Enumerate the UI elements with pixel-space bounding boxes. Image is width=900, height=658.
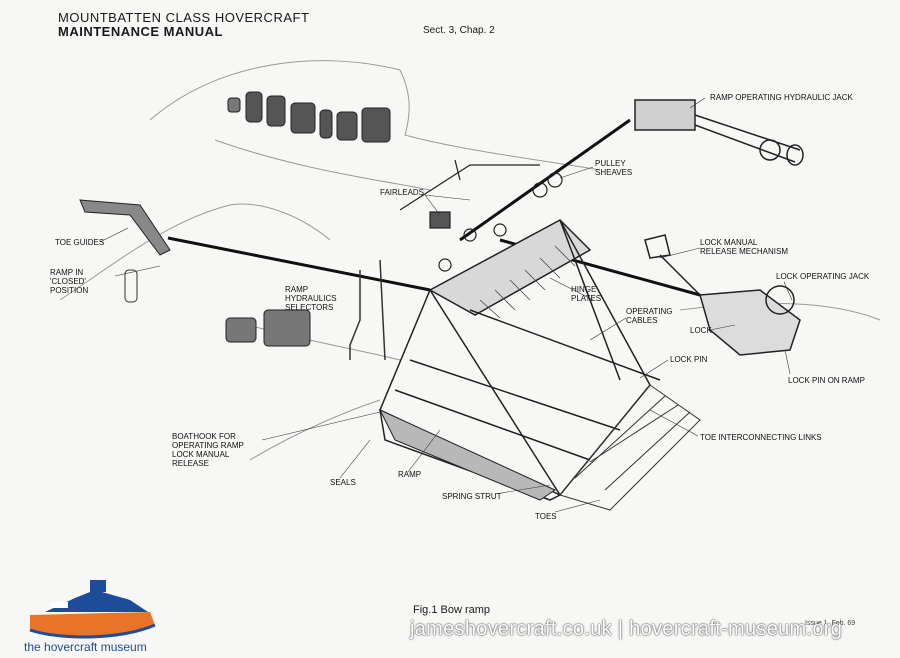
label-boathook: BOATHOOK FOR OPERATING RAMP LOCK MANUAL … [172,432,244,468]
manual-series-title: MOUNTBATTEN CLASS HOVERCRAFT [58,10,310,25]
museum-logo-text: the hovercraft museum [24,640,147,654]
section-reference: Sect. 3, Chap. 2 [423,25,495,36]
label-pulley-sheaves: PULLEY SHEAVES [595,159,633,177]
hydraulic-jack-part [634,99,804,166]
label-lock-manual-release: LOCK MANUAL RELEASE MECHANISM [700,238,789,256]
label-toes: TOES [535,512,557,521]
ramp-closed-part [124,269,138,303]
label-operating-cables: OPERATING CABLES [626,307,673,325]
label-ramp: RAMP [398,470,422,479]
label-toe-guides: TOE GUIDES [55,238,105,247]
manual-title: MAINTENANCE MANUAL [58,24,223,39]
label-seals: SEALS [330,478,356,487]
ramp-seal-base [378,408,557,501]
label-fairleads: FAIRLEADS [380,188,425,197]
label-ramp-closed: RAMP IN 'CLOSED' POSITION [50,268,89,295]
toes-outline [559,384,701,511]
label-lock-pin: LOCK PIN [670,355,708,364]
leader-lines [167,118,701,297]
ramp-frame [379,219,661,501]
cabin-outline [59,60,881,461]
cabin-windows [225,91,391,347]
label-toe-interconnecting-links: TOE INTERCONNECTING LINKS [700,433,822,442]
label-lock-pin-on-ramp: LOCK PIN ON RAMP [788,376,865,385]
museum-logo [29,580,156,639]
label-lock-operating-jack: LOCK OPERATING JACK [776,272,870,281]
label-pointers [99,97,793,513]
watermark-text: jameshovercraft.co.uk | hovercraft-museu… [410,618,843,640]
label-ramp-hydraulics: RAMP HYDRAULICS SELECTORS [285,285,337,312]
issue-note: Issue 1, Feb. 69 [805,620,856,627]
label-ramp-jack: RAMP OPERATING HYDRAULIC JACK [710,93,853,102]
label-hinge-plates: HINGE PLATES [571,285,602,303]
label-spring-strut: SPRING STRUT [442,492,502,501]
fairleads-cluster [399,159,563,272]
hydraulic-selector-pipes [349,259,386,361]
toe-guide-part [79,199,171,256]
figure-caption: Fig.1 Bow ramp [413,604,491,616]
label-lock: LOCK [690,326,712,335]
hinge-plates [479,245,576,319]
